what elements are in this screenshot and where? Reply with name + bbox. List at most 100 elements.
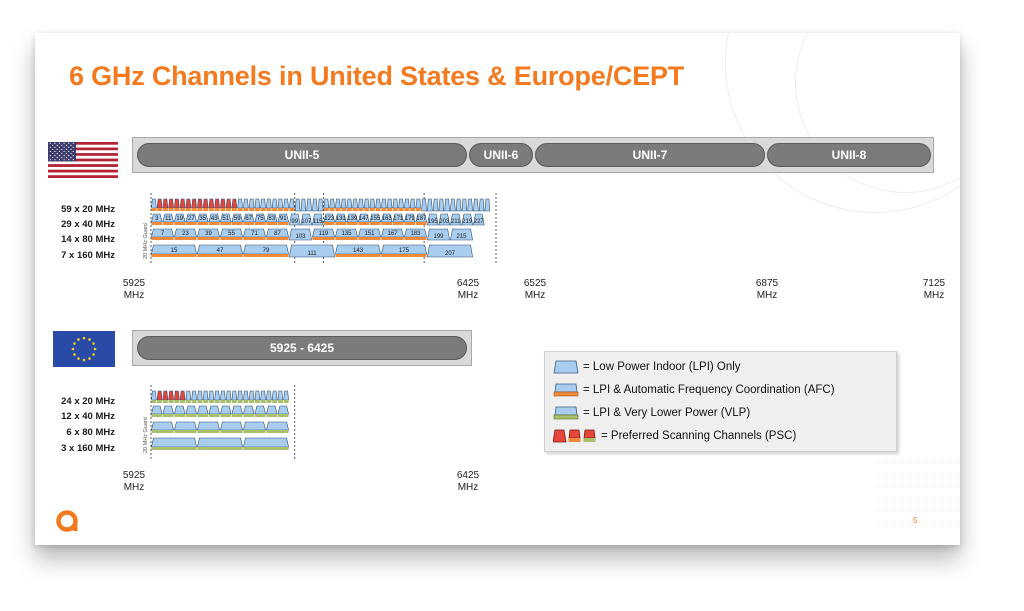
us-channel-40-label: 219 [462, 219, 473, 225]
us-channel-20 [415, 198, 422, 209]
us-channel-80-strip [220, 237, 243, 240]
us-channel-80-strip [312, 237, 335, 240]
us-channel-80-label: 151 [364, 231, 375, 237]
freq-value: 6425 [456, 470, 480, 481]
us-channel-20-strip [254, 208, 260, 211]
eu-channel-40-strip [174, 414, 186, 417]
us-channel-20-strip [329, 208, 335, 211]
eu-channel-40 [208, 405, 220, 415]
freq-unit: MHz [524, 290, 546, 301]
eu-channel-40 [231, 405, 243, 415]
eu-channel-40 [185, 405, 197, 415]
us-channel-80-label: 199 [433, 234, 444, 240]
us-channel-40-label: 83 [268, 216, 275, 222]
us-channel-20 [438, 198, 445, 212]
eu-channel-40 [277, 405, 289, 415]
eu-channel-40-strip [197, 414, 209, 417]
us-channel-40-label: 43 [211, 216, 218, 222]
legend: = Low Power Indoor (LPI) Only = LPI & Au… [544, 351, 897, 452]
eu-channel-20 [277, 390, 284, 401]
us-channel-20 [484, 198, 491, 212]
us-channel-40-label: 195 [428, 219, 439, 225]
us-channel-20 [421, 198, 427, 212]
eu-row-label-80: 6 x 80 MHz [66, 427, 115, 438]
us-channel-40-label: 51 [222, 216, 229, 222]
eu-channel-20 [168, 390, 174, 401]
eu-channel-20-strip [157, 400, 163, 403]
us-channel-20 [220, 198, 226, 209]
us-channel-20-strip [272, 208, 278, 211]
us-channel-20 [306, 198, 312, 212]
eu-channel-20 [151, 390, 157, 401]
us-channel-40-strip [197, 222, 209, 225]
us-channel-40-strip [346, 222, 358, 225]
us-channel-160-strip [243, 254, 289, 257]
eu-channel-20-strip [208, 400, 214, 403]
us-channel-40-label: 3 [155, 216, 159, 222]
us-channel-20 [455, 198, 462, 212]
us-channel-160 [427, 244, 473, 258]
us-channel-20-strip [220, 208, 226, 211]
eu-channel-40-strip [208, 414, 220, 417]
eu-row-label-160: 3 x 160 MHz [61, 443, 115, 454]
eu-channel-20 [271, 390, 278, 401]
us-channel-40 [473, 213, 485, 226]
legend-item-lpi: = Low Power Indoor (LPI) Only [553, 360, 741, 374]
us-channel-80-strip [174, 237, 197, 240]
us-channel-160-label: 79 [263, 248, 270, 254]
us-channel-80-strip [335, 237, 358, 240]
legend-item-vlp: = LPI & Very Lower Power (VLP) [553, 406, 750, 420]
us-channel-80-label: 167 [387, 231, 398, 237]
eu-flag-icon [53, 331, 115, 367]
us-channel-80-label: 103 [295, 234, 306, 240]
eu-channel-40-strip [277, 414, 289, 417]
us-channel-80 [266, 228, 289, 238]
us-channel-160-label: 47 [217, 248, 224, 254]
us-channel-40 [289, 213, 301, 226]
us-channel-160-label: 111 [307, 251, 317, 257]
eu-channel-80 [243, 421, 266, 431]
freq-value: 7125 [922, 278, 946, 289]
eu-channel-20-strip [226, 400, 232, 403]
us-channel-20 [346, 198, 353, 209]
us-channel-80 [289, 228, 312, 241]
us-channel-20 [363, 198, 370, 209]
us-channel-20 [248, 198, 255, 209]
eu-channel-20 [162, 390, 169, 401]
us-channel-40-strip [277, 222, 289, 225]
us-channel-20-strip [197, 208, 203, 211]
us-channel-80-strip [266, 237, 289, 240]
eu-channel-40 [254, 405, 266, 415]
eu-channel-40-strip [162, 414, 174, 417]
us-channel-40 [438, 213, 450, 226]
us-channel-20-strip [260, 208, 266, 211]
us-channel-40-label: 19 [176, 216, 183, 222]
band-unii-8: UNII-8 [767, 143, 931, 167]
us-channel-160 [243, 244, 289, 255]
us-channel-160-strip [381, 254, 427, 257]
eu-channel-80-strip [174, 430, 197, 433]
eu-channel-80-strip [197, 430, 220, 433]
freq-unit: MHz [923, 290, 945, 301]
us-channel-20 [381, 198, 387, 209]
eu-channel-80 [174, 421, 197, 431]
us-channel-40 [220, 213, 232, 223]
eu-channel-40 [162, 405, 174, 415]
us-channel-40-strip [174, 222, 186, 225]
eu-channel-40 [174, 405, 186, 415]
us-channel-20-strip [283, 208, 289, 211]
us-channel-40-strip [404, 222, 416, 225]
us-channel-20 [300, 198, 307, 212]
eu-channel-20 [197, 390, 203, 401]
us-channel-20 [191, 198, 197, 209]
band-unii-7: UNII-7 [535, 143, 765, 167]
us-channel-80 [427, 228, 450, 241]
eu-channel-20-strip [203, 400, 209, 403]
us-channel-40-label: 163 [382, 216, 393, 222]
us-band-container: UNII-5 UNII-6 UNII-7 UNII-8 [132, 137, 934, 173]
us-channel-20 [294, 198, 301, 212]
us-channel-20-strip [203, 208, 209, 211]
